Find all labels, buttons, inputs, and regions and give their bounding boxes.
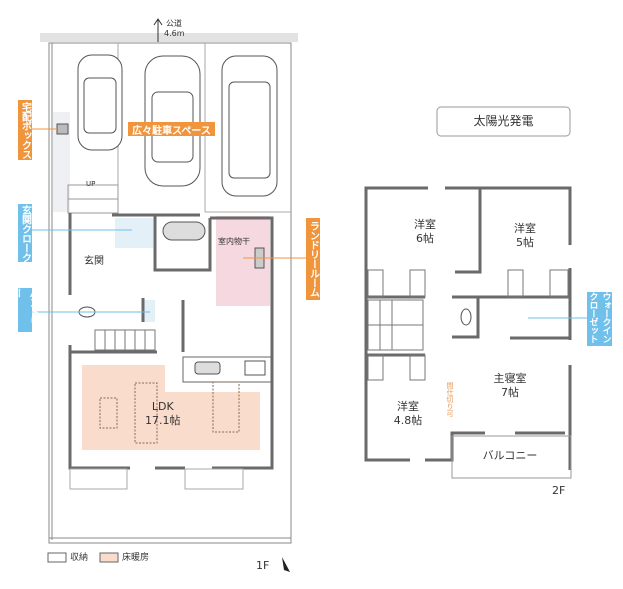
entrance-label: 玄関 [84, 256, 104, 267]
pantry-storage [143, 300, 155, 322]
up-label: UP [86, 180, 96, 188]
road [40, 33, 298, 42]
ldk-name: LDK [151, 400, 174, 413]
floor-label-2f: 2F [552, 484, 566, 497]
terrace-1f [69, 468, 244, 490]
car-icon [77, 54, 123, 151]
stove-icon [244, 360, 266, 376]
indoor-drying-label: 室内物干 [218, 237, 250, 246]
cloak-storage [115, 218, 153, 248]
legend-label-storage: 収納 [70, 553, 89, 563]
ldk-size: 17.1帖 [145, 414, 181, 427]
room-western-4-8: 洋室 4.8帖 [383, 400, 433, 428]
callout-parking: 広々駐車スペース [128, 122, 215, 137]
room-name: 洋室 [397, 400, 419, 413]
room-master-bedroom: 主寝室 7帖 [485, 372, 535, 400]
north-arrow-icon [282, 557, 290, 572]
walls-1f [68, 213, 274, 470]
callout-pantry: パントリー [12, 288, 38, 332]
lot-boundary [48, 42, 292, 544]
room-size: 7帖 [501, 386, 519, 399]
entry-steps [67, 184, 119, 214]
room-size: 4.8帖 [393, 414, 423, 427]
floor-heating-area [82, 365, 260, 450]
stairs-2f [367, 299, 424, 351]
room-size: 6帖 [416, 232, 434, 245]
solar-label: 太陽光発電 [473, 114, 534, 128]
callout-laundry: ランドリールーム [306, 218, 320, 300]
legend-label-floor-heating: 床暖房 [122, 553, 150, 563]
legend-swatch-floor-heating [99, 552, 119, 563]
callout-lines [32, 128, 587, 319]
callout-walk-in-closet: ウォークインクローゼット [587, 292, 612, 346]
furniture [99, 381, 240, 444]
room-size: 5帖 [516, 236, 534, 249]
balcony-outline [451, 435, 572, 479]
car-icon [221, 55, 278, 197]
callout-entrance-cloak: 玄関クローク [18, 204, 32, 262]
approach-path [53, 112, 70, 212]
balcony-label: バルコニー [482, 449, 538, 462]
closets-2f [367, 269, 569, 381]
road-arrow-head [153, 18, 163, 26]
room-western-5: 洋室 5帖 [500, 222, 550, 250]
sink-icon [194, 361, 221, 375]
room-name: 主寝室 [493, 372, 527, 385]
room-name: 洋室 [414, 218, 436, 231]
solar-panel-box [436, 106, 571, 137]
road-label: 公道 [166, 19, 182, 28]
toilet-icon [460, 308, 472, 326]
callout-delivery-box: 宅配ボックス [18, 100, 32, 160]
bathtub-icon [162, 221, 206, 241]
room-western-6: 洋室 6帖 [400, 218, 450, 246]
room-name: 洋室 [514, 222, 536, 235]
legend-swatch-storage [47, 552, 67, 563]
stairs-1f [94, 329, 156, 351]
delivery-box-icon [56, 123, 69, 135]
ldk-label: LDK 17.1帖 [145, 400, 181, 428]
walls-2f [364, 186, 572, 470]
floor-label-1f: 1F [256, 559, 270, 572]
road-width: 4.6m [164, 29, 185, 38]
partition-note: 間仕切り可 [446, 382, 454, 417]
